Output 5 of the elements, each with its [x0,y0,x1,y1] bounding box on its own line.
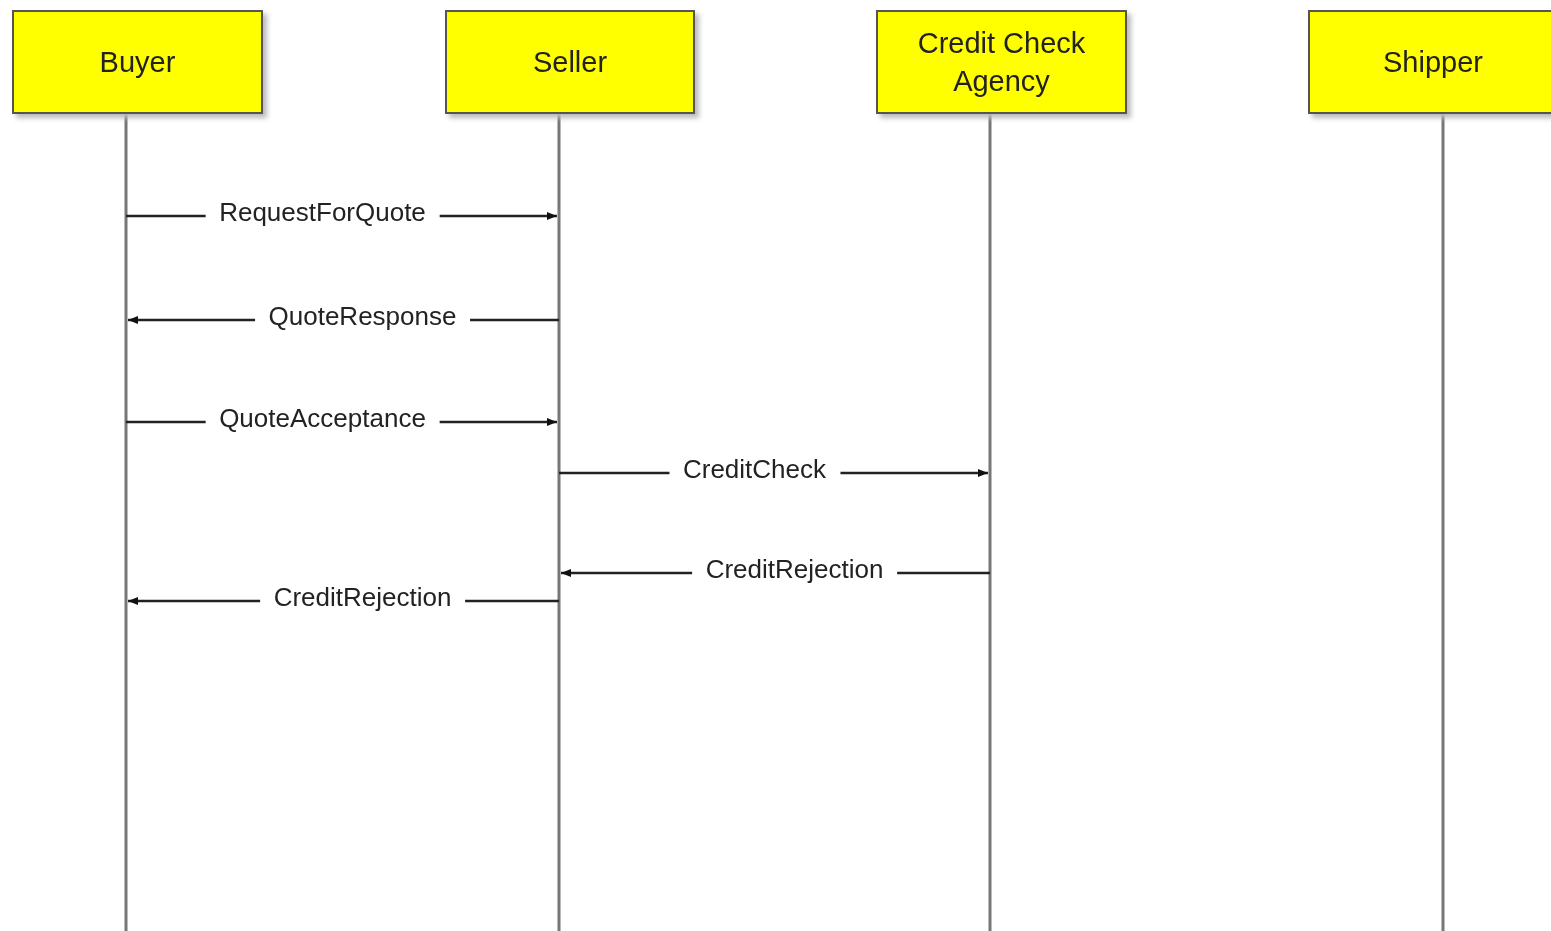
participant-box: Credit Check Agency [876,10,1127,114]
participant-box: Buyer [12,10,263,114]
participant-box: Shipper [1308,10,1551,114]
participant-box: Seller [445,10,695,114]
participant-lifeline [1308,10,1551,931]
